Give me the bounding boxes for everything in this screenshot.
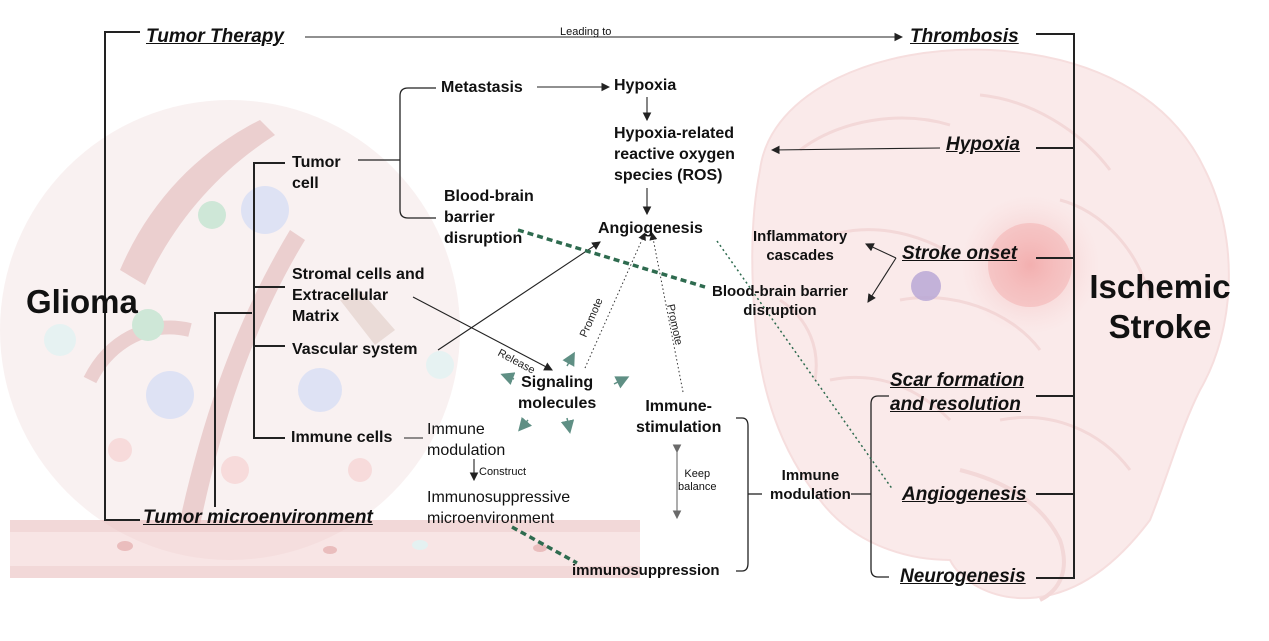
metastasis-node: Metastasis [441,79,523,96]
angiogenesis-node: Angiogenesis [598,220,703,237]
bbb-disruption-right-node: Blood-brain barrier disruption [712,283,848,319]
thrombosis-branch: Thrombosis [910,26,1019,47]
lesion-core [988,223,1072,307]
vascular-system-node: Vascular system [292,341,418,358]
glioma-bracket [104,31,140,521]
immune-modulation-right-node: Immune modulation [770,467,851,503]
immunosuppressive-me-node: Immunosuppressive microenvironment [427,489,571,527]
arrow-stroke-hypoxia-to-ros [770,145,941,155]
signal-arrow-up [562,351,575,367]
arrow-stromal-to-signaling [412,296,553,371]
arrow-vascular-to-angiogenesis [437,241,601,351]
edge-label-promote-1: Promote [578,296,606,339]
glioma-root: Glioma [26,283,138,320]
edge-label-promote-2: Promote [664,303,684,346]
hypoxia-ros-node: Hypoxia-related reactive oxygen species … [614,125,735,184]
link-bbb-disruption [517,228,706,289]
lesion-glow [960,195,1100,335]
signal-arrow-left [500,372,516,385]
immune-modulation-left-node: Immune modulation [427,421,506,459]
tumor-cell-node: Tumor cell [292,154,341,192]
angiogenesis-branch: Angiogenesis [902,484,1027,505]
immune-stimulation-node: Immune- stimulation [636,398,722,436]
arrow-stimulation-promote-angiogenesis [649,232,684,393]
edge-label-keep-balance: Keep balance [678,468,717,493]
hypoxia-branch: Hypoxia [946,134,1020,155]
immune-cells-node: Immune cells [291,429,393,446]
signal-arrow-right [613,376,630,389]
link-immunosuppression [511,525,578,565]
signaling-molecules-node: Signaling molecules [518,374,597,412]
arrow-onset-to-inflammatory [865,243,897,259]
recovery-bracket [851,395,889,578]
edge-label-construct: Construct [479,466,527,478]
stroke-bracket [1036,33,1075,579]
tumor-cell-bracket [358,87,436,219]
immune-balance-bracket [736,417,762,572]
arrow-signaling-promote-angiogenesis [584,232,646,369]
tme-bracket [214,162,285,507]
link-angiogenesis [716,240,894,491]
bbb-disruption-left-node: Blood-brain barrier disruption [444,188,534,247]
arrow-onset-to-bbb [867,257,897,303]
signal-arrows [500,351,630,434]
dotted-arrows [584,232,684,393]
immunosuppression-node: immunosuppression [572,562,720,579]
stroke-onset-branch: Stroke onset [902,243,1018,264]
signal-arrow-down [560,417,575,434]
tumor-microenvironment-branch: Tumor microenvironment [143,507,373,528]
hypoxia-node: Hypoxia [614,77,677,94]
clot-marker [911,271,941,301]
inflammatory-cascades-node: Inflammatory cascades [753,228,848,264]
blood-vessel-illustration [10,520,640,578]
signal-arrow-down-left [518,416,533,432]
neurogenesis-branch: Neurogenesis [900,566,1026,587]
tumor-tissue-illustration [0,100,460,560]
dashed-links [511,228,894,565]
edge-label-leading-to: Leading to [560,26,612,38]
stromal-node: Stromal cells and Extracellular Matrix [292,266,425,325]
tumor-therapy-branch: Tumor Therapy [146,26,284,47]
scar-formation-branch: Scar formation and resolution [890,370,1025,415]
ischemic-stroke-root: Ischemic Stroke [1089,268,1231,345]
arrows [305,32,941,520]
